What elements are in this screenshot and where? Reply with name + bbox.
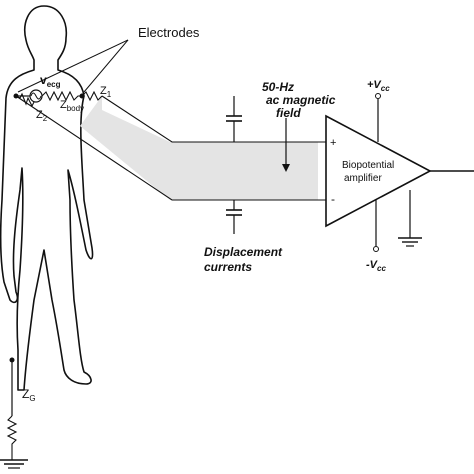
- ecg-source-wave-icon: [30, 92, 42, 100]
- z2-label: Z2: [36, 109, 48, 123]
- shaded-lead-region: [80, 96, 318, 200]
- field-label-line3: field: [276, 106, 301, 120]
- vcc-negative-terminal: [373, 246, 379, 252]
- zbody-resistor-icon: [41, 90, 82, 102]
- leg-electrode: [9, 357, 15, 363]
- field-arrow-head-icon: [282, 164, 290, 172]
- lead-wire-positive: [101, 95, 328, 143]
- zbody-label: Zbody: [60, 99, 84, 113]
- zg-label: ZG: [22, 387, 36, 403]
- vcc-positive-terminal: [375, 93, 381, 99]
- z2-resistor-icon: [15, 92, 35, 108]
- amplifier-minus-sign: -: [331, 192, 335, 206]
- field-label-line2: ac magnetic: [266, 93, 336, 107]
- electrode-callout-line-left: [17, 39, 129, 93]
- displacement-label-line2: currents: [204, 260, 252, 274]
- vcc-positive-label: +Vcc: [367, 79, 390, 93]
- amplifier-triangle-icon: [325, 114, 432, 228]
- lead-wire-negative: [15, 95, 328, 201]
- human-body-outline: [0, 5, 94, 391]
- z1-label: Z1: [100, 85, 112, 99]
- electrodes-label: Electrodes: [138, 25, 200, 40]
- vcc-negative-label: -Vcc: [366, 259, 386, 273]
- field-label-line1: 50-Hz: [262, 80, 294, 94]
- amplifier-label-line2: amplifier: [344, 173, 382, 184]
- electrode-callout-line-right: [83, 39, 129, 93]
- z1-resistor-icon: [81, 90, 103, 102]
- amplifier-plus-sign: +: [330, 137, 336, 149]
- amplifier-label-line1: Biopotential: [342, 160, 394, 171]
- vecg-label: vecg: [40, 73, 61, 89]
- displacement-label-line1: Displacement: [204, 245, 283, 259]
- zg-resistor-icon: [6, 415, 18, 460]
